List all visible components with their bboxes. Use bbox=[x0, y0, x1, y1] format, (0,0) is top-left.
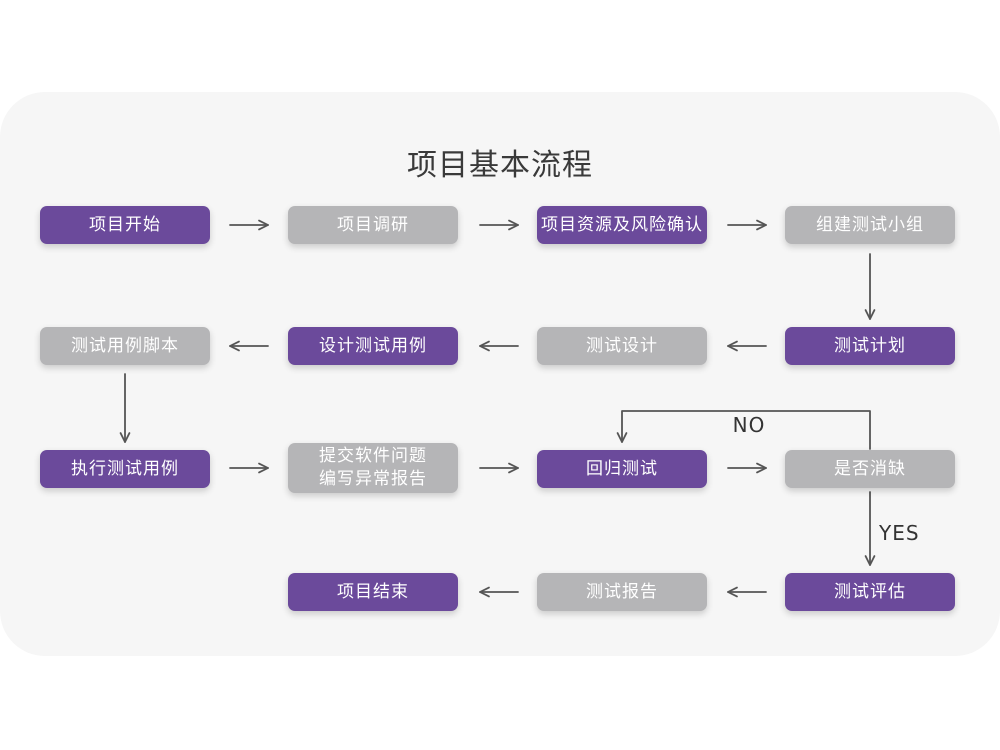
flow-node-label: 组建测试小组 bbox=[816, 214, 924, 235]
flow-node-project-start: 项目开始 bbox=[40, 206, 210, 244]
arrowhead-icon bbox=[119, 432, 131, 443]
edge-label-yes: YES bbox=[879, 521, 920, 545]
arrowhead-icon bbox=[756, 462, 767, 474]
diagram-title: 项目基本流程 bbox=[407, 148, 593, 183]
flow-node-defect-cleared: 是否消缺 bbox=[785, 450, 955, 488]
arrowhead-icon bbox=[727, 586, 738, 598]
flow-node-test-case-scripts: 测试用例脚本 bbox=[40, 327, 210, 365]
flow-node-project-research: 项目调研 bbox=[288, 206, 458, 244]
flow-node-design-test-cases: 设计测试用例 bbox=[288, 327, 458, 365]
flow-node-label: 项目调研 bbox=[337, 214, 409, 235]
arrowhead-icon bbox=[508, 219, 519, 231]
flow-node-regression-test: 回归测试 bbox=[537, 450, 707, 488]
flow-node-label: 回归测试 bbox=[586, 458, 658, 479]
arrowhead-icon bbox=[508, 462, 519, 474]
flow-node-test-plan: 测试计划 bbox=[785, 327, 955, 365]
flow-node-test-evaluation: 测试评估 bbox=[785, 573, 955, 611]
edge-label-no: NO bbox=[732, 413, 766, 437]
flow-node-test-design: 测试设计 bbox=[537, 327, 707, 365]
flow-node-label: 执行测试用例 bbox=[71, 458, 179, 479]
arrowhead-icon bbox=[258, 219, 269, 231]
arrowhead-icon bbox=[756, 219, 767, 231]
arrowhead-icon bbox=[864, 555, 876, 566]
arrowhead-icon bbox=[727, 340, 738, 352]
arrowhead-icon bbox=[479, 340, 490, 352]
arrowhead-icon bbox=[616, 432, 628, 443]
flow-node-execute-test-cases: 执行测试用例 bbox=[40, 450, 210, 488]
flow-node-label: 测试计划 bbox=[834, 335, 906, 356]
flow-node-label: 是否消缺 bbox=[834, 458, 906, 479]
arrowhead-icon bbox=[229, 340, 240, 352]
flow-node-project-end: 项目结束 bbox=[288, 573, 458, 611]
flow-node-build-test-team: 组建测试小组 bbox=[785, 206, 955, 244]
flow-node-resource-risk-confirm: 项目资源及风险确认 bbox=[537, 206, 707, 244]
flowchart-card bbox=[0, 92, 1000, 656]
flow-arrow-defect-cleared-to-regression-test bbox=[621, 410, 871, 450]
flow-node-label: 测试用例脚本 bbox=[71, 335, 179, 356]
flow-node-label: 测试报告 bbox=[586, 581, 658, 602]
flow-node-label: 设计测试用例 bbox=[319, 335, 427, 356]
flow-node-label: 提交软件问题 编写异常报告 bbox=[319, 446, 427, 489]
flow-node-submit-issue-report: 提交软件问题 编写异常报告 bbox=[288, 443, 458, 493]
flow-node-label: 测试设计 bbox=[586, 335, 658, 356]
flow-node-label: 项目开始 bbox=[89, 214, 161, 235]
arrowhead-icon bbox=[479, 586, 490, 598]
flow-node-label: 测试评估 bbox=[834, 581, 906, 602]
arrowhead-icon bbox=[258, 462, 269, 474]
flow-node-label: 项目资源及风险确认 bbox=[541, 214, 703, 235]
flow-node-label: 项目结束 bbox=[337, 581, 409, 602]
arrowhead-icon bbox=[864, 309, 876, 320]
flow-node-test-report: 测试报告 bbox=[537, 573, 707, 611]
